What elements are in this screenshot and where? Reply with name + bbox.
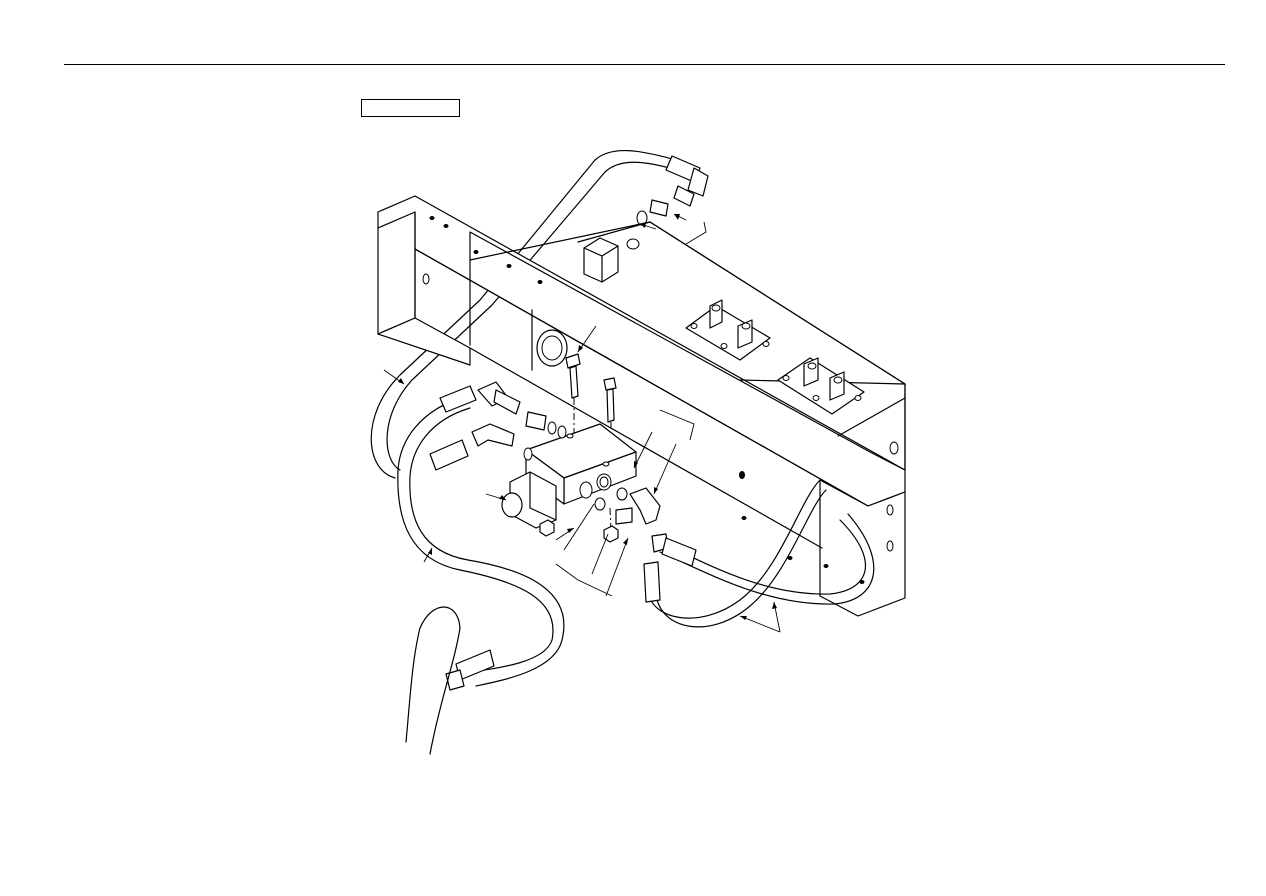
lower-hydraulic-hoses <box>397 385 875 755</box>
left-fittings <box>471 381 661 525</box>
mounting-bracket <box>377 195 906 617</box>
figure-label-box <box>361 99 460 117</box>
control-valve <box>501 423 637 543</box>
valve-bank <box>469 221 906 471</box>
callout-leaders <box>383 213 781 633</box>
header-rule <box>64 64 1225 65</box>
